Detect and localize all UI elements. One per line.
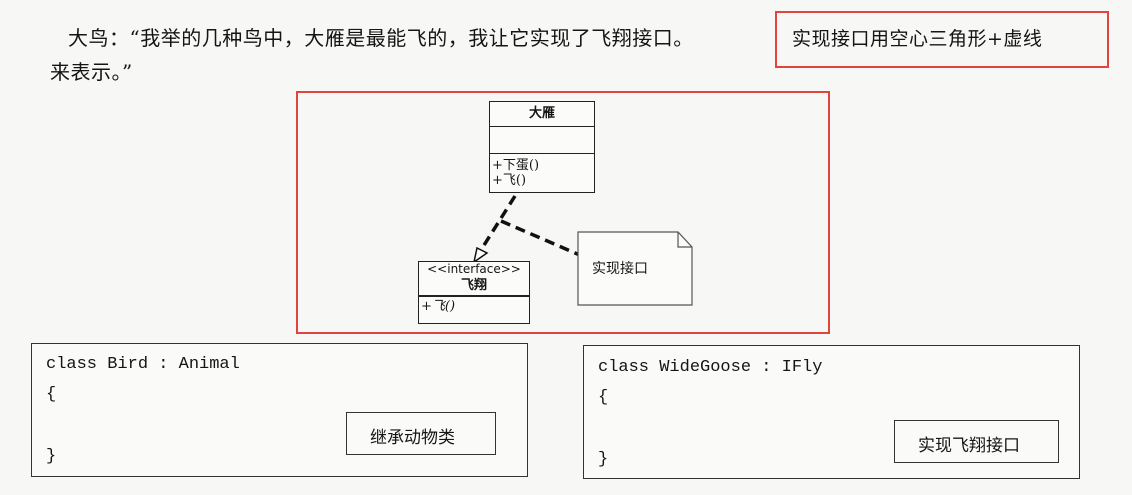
code-bird-close-brace: } (46, 447, 57, 466)
method-lay-egg: +下蛋() (492, 158, 540, 173)
paragraph-line-1: 大鸟：“我举的几种鸟中，大雁是最能飞的，我让它实现了飞翔接口。 (68, 26, 694, 50)
code-widegoose-open-brace: { (598, 388, 609, 407)
note-fold (677, 232, 692, 248)
callout-inherit-animal-text: 继承动物类 (370, 428, 455, 448)
class-goose-attributes (490, 126, 594, 153)
uml-note-text: 实现接口 (592, 261, 648, 277)
interface-method-fly: +飞() (421, 299, 456, 314)
uml-class-goose: 大雁 +下蛋() +飞() (489, 101, 595, 193)
hollow-triangle-arrowhead (472, 246, 489, 264)
paragraph-line-2: 来表示。” (50, 60, 133, 84)
note-link-line (500, 219, 583, 258)
code-widegoose-declaration: class WideGoose : IFly (598, 358, 823, 377)
highlight-note-text: 实现接口用空心三角形+虚线 (792, 28, 1043, 50)
uml-interface-fly: <<interface>> 飞翔 +飞() (418, 261, 530, 324)
callout-inherit-animal (346, 412, 496, 455)
interface-divider (419, 295, 529, 296)
code-bird-declaration: class Bird : Animal (46, 355, 240, 374)
method-fly: +飞() (492, 173, 527, 188)
class-goose-name: 大雁 (528, 106, 555, 121)
highlight-note-box (775, 11, 1109, 68)
code-bird-open-brace: { (46, 385, 57, 404)
code-widegoose-close-brace: } (598, 450, 609, 469)
callout-implement-fly (894, 420, 1059, 463)
uml-highlight-box (296, 91, 830, 334)
interface-fly-name: 飞翔 (460, 278, 487, 293)
callout-implement-fly-text: 实现飞翔接口 (918, 436, 1020, 456)
note-shape (577, 231, 693, 306)
interface-methods: +飞() (419, 296, 529, 314)
realization-line (479, 195, 517, 251)
class-goose-methods: +下蛋() +飞() (490, 153, 594, 188)
interface-stereotype: <<interface>> (427, 262, 521, 276)
